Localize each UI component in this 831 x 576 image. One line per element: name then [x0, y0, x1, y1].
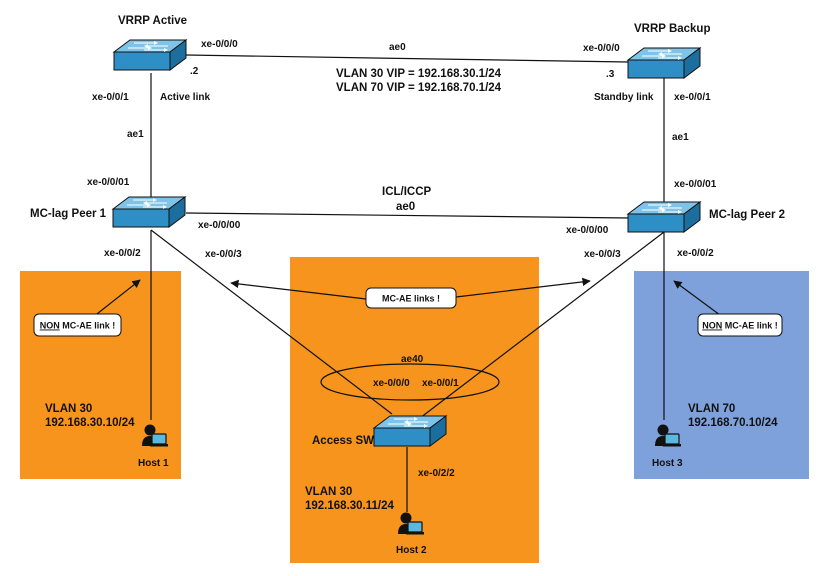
callout-non-left-suffix: MC-AE link ! — [60, 321, 116, 331]
access-sw-switch-icon[interactable] — [373, 415, 447, 447]
port-peer1-xe002: xe-0/0/2 — [104, 248, 141, 259]
vrrp-active-switch-icon[interactable] — [113, 39, 187, 71]
callout-non-right-prefix: NON — [702, 321, 722, 331]
port-active-xe000: xe-0/0/0 — [201, 39, 238, 50]
link-peer1-access — [150, 229, 393, 415]
host3-vlan: VLAN 70 — [688, 403, 735, 415]
link-ae0-top — [185, 54, 629, 63]
mclag-peer2-label: MC-lag Peer 2 — [709, 209, 785, 221]
ae40-lag-ellipse — [320, 363, 500, 401]
link-peer2-access — [419, 231, 665, 419]
host2-label: Host 2 — [396, 545, 427, 556]
access-sw-label: Access SW — [312, 435, 374, 447]
callout-non-left-text: NON MC-AE link ! — [40, 321, 116, 331]
port-peer1-xe0001: xe-0/0/01 — [87, 177, 130, 188]
callout-non-right-box — [697, 313, 783, 337]
mclag-peer2-switch-icon[interactable] — [627, 201, 701, 233]
mclag-peer1-switch-icon[interactable] — [112, 196, 186, 228]
zone-host3 — [634, 271, 809, 479]
arrow-mcae-right — [455, 277, 591, 298]
host1-label: Host 1 — [138, 458, 169, 469]
port-access-xe022: xe-0/2/2 — [418, 468, 455, 479]
port-peer1-xe0000: xe-0/0/00 — [198, 220, 241, 231]
icl-ae0-label: ae0 — [396, 201, 415, 213]
host3-label: Host 3 — [652, 458, 683, 469]
host2-ip: 192.168.30.11/24 — [305, 500, 394, 512]
callout-mcae-box — [365, 287, 457, 309]
port-backup-ae1: ae1 — [672, 132, 689, 143]
port-backup-dot3: .3 — [606, 69, 615, 80]
vrrp-active-label: VRRP Active — [118, 15, 187, 27]
port-backup-xe000: xe-0/0/0 — [583, 43, 620, 54]
port-access-xe000: xe-0/0/0 — [373, 378, 410, 389]
port-active-dot2: .2 — [190, 66, 199, 77]
host1-vlan: VLAN 30 — [45, 403, 92, 415]
vrrp-backup-switch-icon[interactable] — [627, 47, 701, 79]
port-access-xe001: xe-0/0/1 — [422, 378, 459, 389]
ae40-label: ae40 — [401, 354, 424, 365]
vrrp-backup-label: VRRP Backup — [634, 23, 710, 35]
port-peer2-xe003: xe-0/0/3 — [584, 249, 621, 260]
callout-mcae-text: MC-AE links ! — [382, 294, 440, 304]
host3-ip: 192.168.70.10/24 — [688, 417, 778, 429]
active-link-label: Active link — [160, 92, 210, 103]
vip-vlan70: VLAN 70 VIP = 192.168.70.1/24 — [336, 82, 502, 94]
arrow-mcae-left — [230, 279, 367, 300]
port-active-xe001: xe-0/0/1 — [92, 92, 129, 103]
port-peer2-xe0000: xe-0/0/00 — [566, 225, 609, 236]
callout-non-right-text: NON MC-AE link ! — [702, 321, 778, 331]
vip-vlan30: VLAN 30 VIP = 192.168.30.1/24 — [336, 68, 502, 80]
host1-ip: 192.168.30.10/24 — [45, 417, 135, 429]
zone-host1 — [20, 271, 181, 479]
callout-non-left-prefix: NON — [40, 321, 60, 331]
callout-non-left-box — [33, 313, 122, 337]
icl-iccp-label: ICL/ICCP — [382, 186, 432, 198]
callout-non-right-suffix: MC-AE link ! — [722, 321, 778, 331]
port-peer2-xe002: xe-0/0/2 — [677, 248, 714, 259]
mclag-peer1-label: MC-lag Peer 1 — [30, 208, 107, 220]
standby-link-label: Standby link — [594, 92, 654, 103]
port-peer1-xe003: xe-0/0/3 — [205, 249, 242, 260]
port-peer2-xe0001: xe-0/0/01 — [674, 179, 717, 190]
link-icl-iccp — [185, 212, 630, 219]
port-top-ae0: ae0 — [389, 42, 406, 53]
host2-vlan: VLAN 30 — [305, 486, 352, 498]
port-backup-xe001: xe-0/0/1 — [674, 92, 711, 103]
arrow-non-mcae-right — [673, 280, 725, 319]
port-active-ae1: ae1 — [127, 129, 144, 140]
